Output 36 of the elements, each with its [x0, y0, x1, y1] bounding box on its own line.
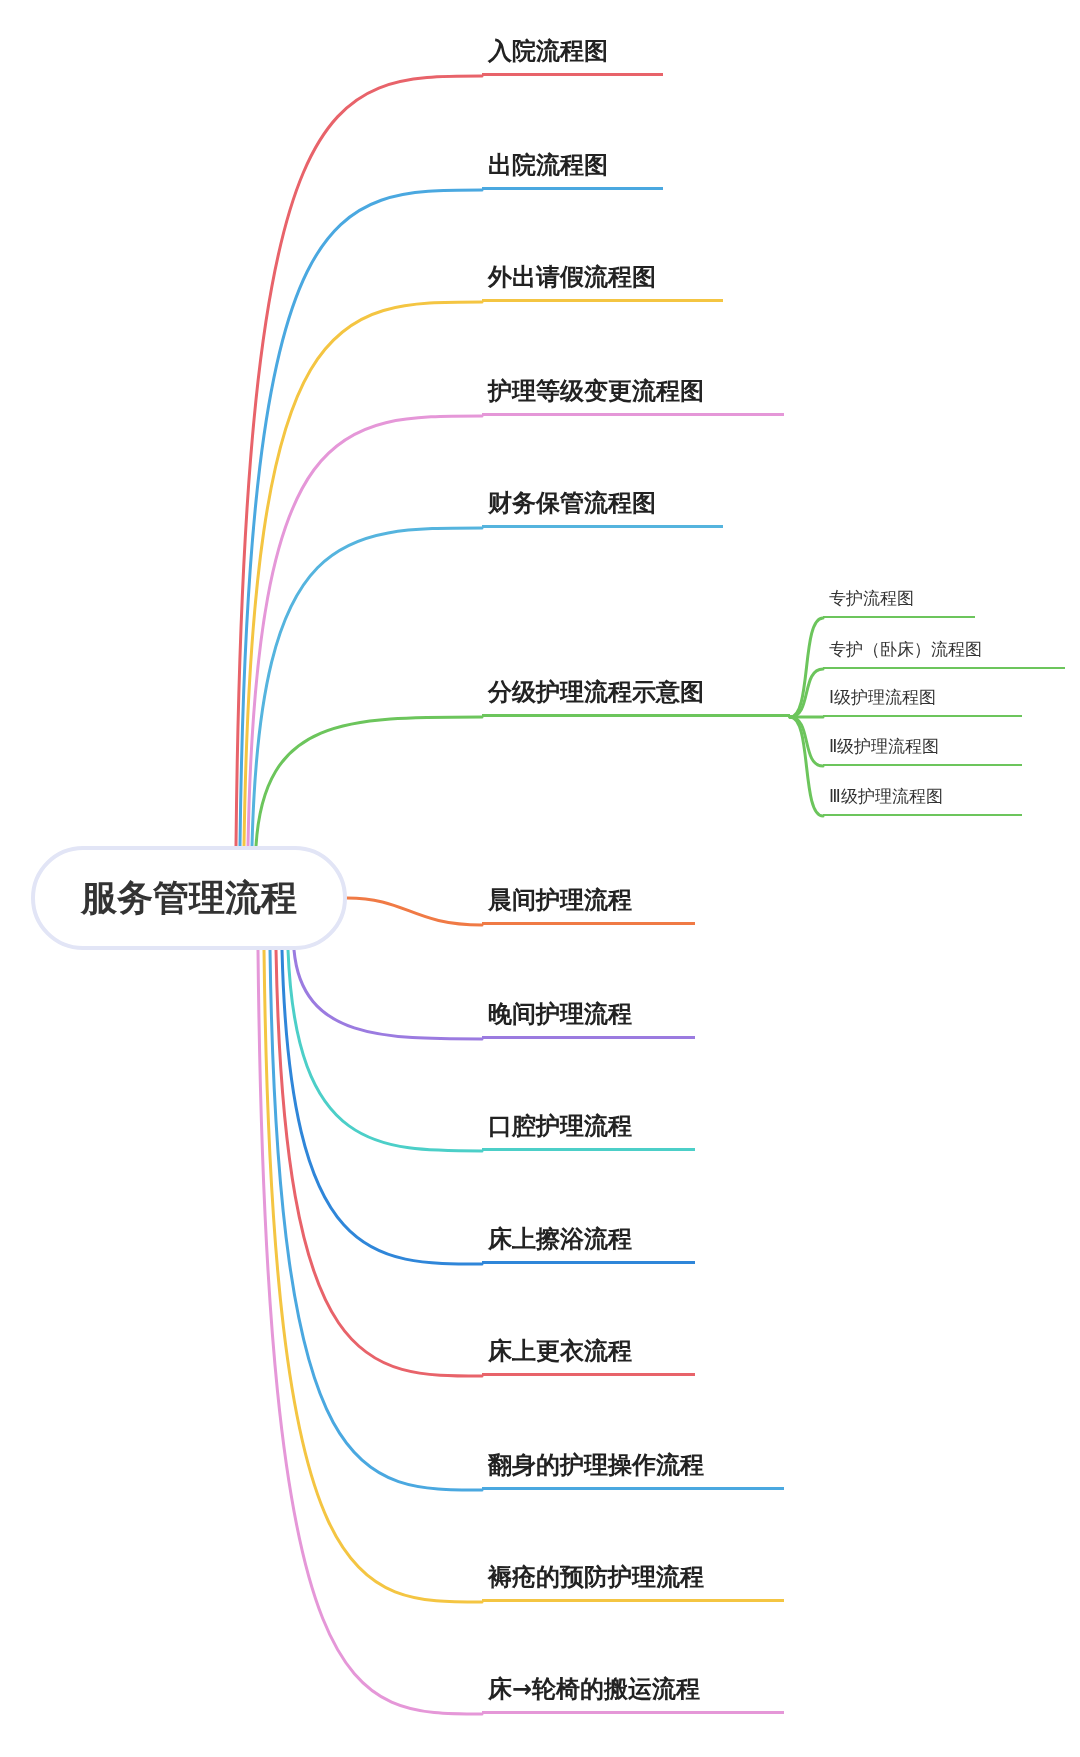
- central-topic: 服务管理流程: [31, 846, 347, 950]
- topic-label: 外出请假流程图: [482, 261, 723, 302]
- subtopic-label: 专护（卧床）流程图: [823, 638, 1065, 669]
- topic-label: 分级护理流程示意图: [482, 676, 790, 717]
- branch-line: [262, 948, 484, 1604]
- topic-label: 床→轮椅的搬运流程: [482, 1673, 784, 1714]
- topic-label: 出院流程图: [482, 149, 663, 190]
- topic-label: 入院流程图: [482, 35, 663, 76]
- branch-line: [234, 74, 484, 848]
- branch-line: [345, 896, 484, 927]
- branch-line: [292, 948, 484, 1041]
- branch-line: [256, 948, 484, 1716]
- subtopic-label: Ⅰ级护理流程图: [823, 686, 1022, 717]
- branch-line: [238, 188, 484, 848]
- subtopic-label: Ⅱ级护理流程图: [823, 735, 1022, 766]
- subtopic-label: Ⅲ级护理流程图: [823, 785, 1022, 816]
- branch-line: [274, 948, 484, 1378]
- branch-line: [254, 715, 484, 848]
- branch-line: [246, 414, 484, 848]
- branch-line: [242, 300, 484, 848]
- topic-label: 床上擦浴流程: [482, 1223, 695, 1264]
- topic-label: 晨间护理流程: [482, 884, 695, 925]
- branch-line: [286, 948, 484, 1153]
- branch-line: [250, 526, 484, 848]
- topic-label: 财务保管流程图: [482, 487, 723, 528]
- branch-line: [788, 667, 825, 719]
- topic-label: 褥疮的预防护理流程: [482, 1561, 784, 1602]
- subtopic-label: 专护流程图: [823, 587, 975, 618]
- branch-line: [280, 948, 484, 1266]
- topic-label: 护理等级变更流程图: [482, 375, 784, 416]
- branch-line: [788, 715, 825, 818]
- topic-label: 翻身的护理操作流程: [482, 1449, 784, 1490]
- branch-line: [268, 948, 484, 1492]
- topic-label: 晚间护理流程: [482, 998, 695, 1039]
- topic-label: 床上更衣流程: [482, 1335, 695, 1376]
- topic-label: 口腔护理流程: [482, 1110, 695, 1151]
